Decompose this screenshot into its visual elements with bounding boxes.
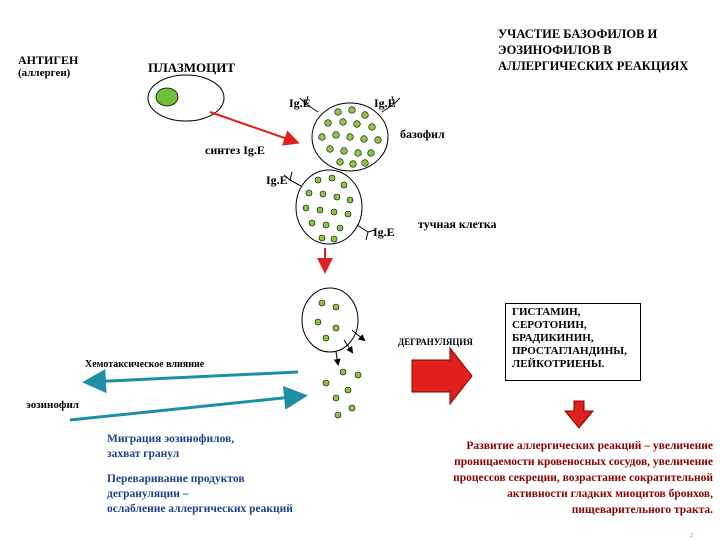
- plasmocyte-cell: [147, 74, 225, 122]
- basophil-granules: [318, 106, 382, 168]
- result-arrow: [563, 400, 595, 429]
- text-line: активности гладких миоцитов бронхов,: [507, 488, 713, 500]
- basophil-label: базофил: [400, 127, 445, 141]
- eosinophil-migration-text: Миграция эозинофилов, захват гранул: [107, 432, 337, 462]
- basophil-ige-receptors: [299, 95, 401, 113]
- eosinophil-digestion-text: Переваривание продуктов дегрануляции – о…: [107, 472, 347, 517]
- mast-cell-label: тучная клетка: [418, 217, 497, 231]
- mediator-item: СЕРОТОНИН,: [512, 319, 587, 331]
- mast-cell-granules: [302, 174, 354, 243]
- ige-label: Ig.E: [373, 225, 395, 239]
- diagram-title: УЧАСТИЕ БАЗОФИЛОВ И ЭОЗИНОФИЛОВ В АЛЛЕРГ…: [498, 27, 689, 73]
- eosinophil-label: эозинофил: [26, 399, 79, 411]
- mediators-arrow: [411, 346, 473, 406]
- migration-arrow: [69, 385, 308, 422]
- mediator-item: ГИСТАМИН,: [512, 306, 581, 318]
- ige-label: Ig.E: [289, 96, 311, 110]
- mediators-box: ГИСТАМИН, СЕРОТОНИН, БРАДИКИНИН, ПРОСТАГ…: [505, 303, 641, 381]
- text-line: дегрануляции –: [107, 488, 189, 500]
- mediator-item: ЛЕЙКОТРИЕНЫ.: [512, 358, 605, 370]
- chemotaxis-label: Хемотаксическое влияние: [85, 359, 205, 370]
- text-line: проницаемости кровеносных сосудов, увели…: [454, 456, 713, 468]
- mast-ige-receptors: [283, 171, 376, 241]
- text-line: захват гранул: [107, 448, 180, 460]
- released-granules: [322, 368, 362, 419]
- mediator-item: БРАДИКИНИН,: [512, 332, 594, 344]
- allergen-label: (аллерген): [18, 67, 71, 79]
- degranulating-granules: [314, 299, 340, 342]
- slide-number: 2: [690, 533, 693, 539]
- mediator-item: ПРОСТАГЛАНДИНЫ,: [512, 345, 627, 357]
- degranulating-cell: [301, 287, 359, 353]
- text-line: процессов секреции, возрастание сократит…: [453, 472, 713, 484]
- release-arrows: [333, 329, 366, 366]
- text-line: ослабление аллергических реакций: [107, 503, 293, 515]
- synthesis-label: синтез Ig.E: [205, 143, 265, 157]
- allergic-result-text: Развитие аллергических реакций – увеличе…: [380, 438, 713, 518]
- plasmocyte-label: ПЛАЗМОЦИТ: [148, 60, 236, 75]
- text-line: пищеварительного тракта.: [571, 504, 713, 516]
- text-line: Переваривание продуктов: [107, 473, 245, 485]
- ige-label: Ig.E: [266, 173, 288, 187]
- synthesis-arrow: [209, 111, 300, 146]
- ige-label: Ig.E: [374, 96, 396, 110]
- text-line: Миграция эозинофилов,: [107, 433, 235, 445]
- plasmocyte-nucleus: [155, 87, 179, 107]
- text-line: Развитие аллергических реакций – увеличе…: [466, 440, 713, 452]
- antigen-label: АНТИГЕН: [18, 53, 79, 67]
- chemotaxis-arrow: [82, 369, 299, 394]
- degranulation-label: ДЕГРАНУЛЯЦИЯ: [398, 337, 473, 347]
